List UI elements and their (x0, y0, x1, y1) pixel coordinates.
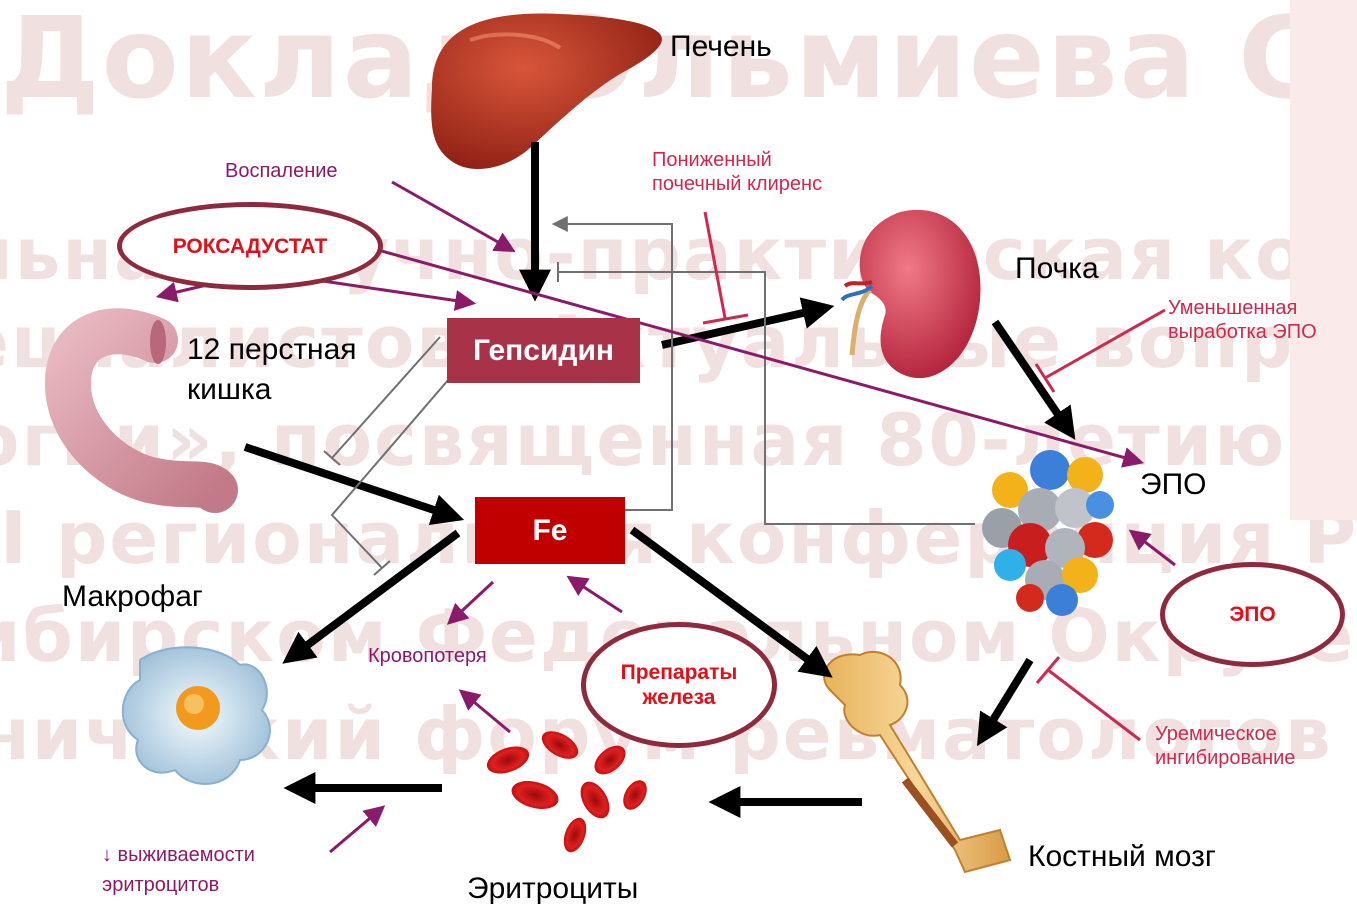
epo-drug-label: ЭПО (1229, 602, 1275, 627)
label-duodenum-1: 12 перстная (187, 333, 357, 367)
roxadustat-label: РОКСАДУСТАТ (173, 234, 328, 259)
arrow-kidney-epo (995, 322, 1070, 432)
epo-reduced-line-1: Уменьшенная (1168, 297, 1297, 319)
label-duodenum-2: кишка (187, 373, 271, 407)
annotation-epo-reduced: Уменьшенная выработка ЭПО (1168, 296, 1317, 344)
arrow-hepcidin-kidney (662, 308, 825, 345)
arrow-inflammation-hepcidin (392, 182, 512, 250)
iron-preparations-label: Препараты железа (621, 660, 738, 710)
epo-reduced-line-2: выработка ЭПО (1168, 321, 1317, 343)
arrow-fe-macrophage (290, 533, 458, 658)
label-epo: ЭПО (1140, 468, 1206, 502)
annotation-uremic: Уремическое ингибирование (1155, 722, 1295, 770)
annotation-renal-clearance: Пониженный почечный клиренс (652, 148, 822, 196)
label-liver: Печень (670, 30, 772, 64)
uremic-line-1: Уремическое (1155, 723, 1277, 745)
inhibit-uremic (1048, 670, 1140, 740)
renal-clearance-line-1: Пониженный (652, 149, 772, 171)
arrow-epo-bonemarrow (982, 660, 1030, 738)
label-erythrocytes: Эритроциты (467, 872, 638, 906)
arrow-duodenum-fe (245, 447, 455, 517)
inhibit-clearance (705, 212, 725, 318)
arrow-survival-erythrocytes (330, 808, 382, 852)
inhibit-uremic-tbar (1037, 657, 1059, 683)
renal-clearance-line-2: почечный клиренс (652, 173, 822, 195)
inhibit-epo-production (1045, 310, 1165, 378)
inhibit-hepcidin-macrophage (332, 372, 455, 568)
epo-drug-oval: ЭПО (1160, 562, 1345, 667)
iron-preparations-line-1: Препараты (621, 661, 738, 684)
annotation-inflammation: Воспаление (225, 160, 338, 183)
annotation-survival-2: эритроцитов (102, 874, 219, 897)
arrow-epodrug-epo (1132, 532, 1175, 565)
arrow-fe-bloodloss (450, 582, 493, 622)
fe-box: Fe (475, 497, 625, 564)
arrow-erythrocytes-bloodloss (462, 692, 510, 732)
annotation-survival-1: ↓ выживаемости (102, 844, 255, 867)
iron-preparations-oval: Препараты железа (581, 622, 777, 748)
annotation-blood-loss: Кровопотеря (368, 645, 487, 668)
uremic-line-2: ингибирование (1155, 747, 1295, 769)
label-bone-marrow: Костный мозг (1028, 840, 1216, 874)
hepcidin-box: Гепсидин (447, 318, 640, 383)
label-macrophage: Макрофаг (62, 580, 203, 614)
iron-preparations-line-2: железа (643, 686, 716, 709)
label-kidney: Почка (1015, 252, 1099, 286)
roxadustat-oval: РОКСАДУСТАТ (117, 202, 383, 290)
arrow-ironprep-fe (570, 578, 622, 612)
